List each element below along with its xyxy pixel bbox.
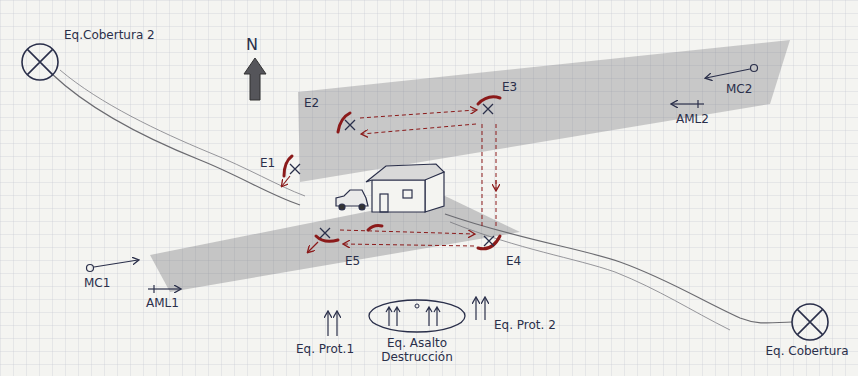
exit-arrow [282,176,290,186]
cover-position: Eq. Cobertura [758,298,854,361]
node-label: Eq. Cobertura [762,344,852,358]
north-arrow [244,58,266,100]
map-label: Eq. Prot. 2 [494,318,556,332]
map-label: E4 [506,254,521,268]
cover-cross [27,49,52,74]
team-arrow [394,307,400,326]
vehicle [336,190,368,210]
leader-dot [415,304,419,308]
team-arrow [426,307,432,326]
trail [52,74,300,205]
movement-route [340,110,496,246]
trail [60,70,305,196]
map-label: E2 [304,96,319,110]
team-arrows [328,298,485,336]
weapon-symbol [87,65,758,294]
fire-sector [298,40,790,182]
node-label: Eq. Asalto Destrucción [372,336,462,364]
cover-circle [792,304,828,340]
map-label: E3 [502,80,517,94]
map-label: MC2 [726,82,752,96]
cover-position: Eq.Cobertura 2 [10,18,180,84]
map-label: MC1 [84,276,110,290]
node-shape [10,18,180,84]
team-arrow [386,307,392,326]
trail [450,222,730,330]
map-label: AML2 [676,112,709,126]
team-outline [369,300,465,332]
north-label: N [246,36,258,54]
exit-arrow [308,242,318,252]
map-label: AML1 [146,296,179,310]
map-label: E1 [260,156,275,170]
fire-sector [150,196,520,292]
team-arrow [434,307,440,326]
position-arc [284,97,500,249]
map-label: Eq. Prot.1 [296,342,354,356]
cover-cross [797,309,822,334]
cover-circle [22,44,58,80]
team-ellipse: Eq. Asalto Destrucción [362,294,472,367]
node-label: Eq.Cobertura 2 [64,28,176,42]
house [366,164,444,212]
position-x [290,104,494,246]
map-label: E5 [345,254,360,268]
